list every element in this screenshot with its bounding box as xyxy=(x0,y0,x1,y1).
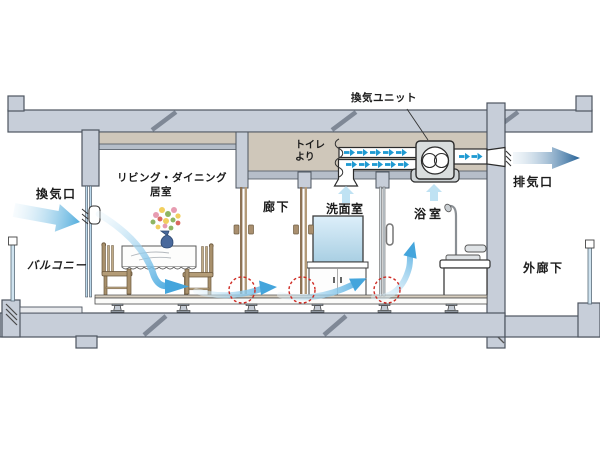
outer-corridor-slab xyxy=(504,315,600,338)
balcony-railing-cap xyxy=(8,236,18,246)
bathroom-airflow xyxy=(371,254,413,301)
flower-bouquet xyxy=(150,207,181,231)
door-handle xyxy=(293,224,299,235)
exhaust-arrow-icon xyxy=(513,147,580,169)
ventilation-unit xyxy=(410,140,460,183)
label-washroom: 洗面室 xyxy=(326,202,364,216)
flower-vase xyxy=(159,230,174,249)
partition-wall-tops xyxy=(235,131,390,189)
label-living-dining-line1: リビング・ダイニング xyxy=(117,173,227,184)
slab-beam xyxy=(75,335,98,349)
balcony-deck xyxy=(19,306,83,314)
dashed-circle-icon xyxy=(228,276,256,304)
door-handle xyxy=(308,224,314,235)
label-balcony: バルコニー xyxy=(27,260,87,272)
room-air-up-arrows xyxy=(338,184,442,203)
window-wall xyxy=(85,185,93,298)
exhaust-hatch-ticks xyxy=(505,150,512,167)
label-from-toilet-line1: トイレ xyxy=(295,140,325,151)
unit-label-leader-line xyxy=(406,108,429,141)
door-handle xyxy=(248,224,254,235)
tablecloth xyxy=(121,245,197,268)
right-wall xyxy=(486,102,506,349)
fan-icon xyxy=(420,146,450,175)
label-exhaust-outlet: 排気口 xyxy=(513,175,554,189)
label-hallway: 廊下 xyxy=(263,200,291,214)
dashed-circle-icon xyxy=(373,276,401,304)
balcony-railing-post xyxy=(10,243,15,302)
slab-section-hatch-bottom xyxy=(142,314,348,337)
corridor-edge-curb xyxy=(577,302,600,338)
living-dropped-ceiling xyxy=(94,143,237,150)
bathroom-up-arrow-icon xyxy=(426,184,442,201)
duct-break-squiggle xyxy=(334,138,344,178)
bathtub xyxy=(439,259,491,302)
floor-slab xyxy=(0,302,600,349)
airflow-swooshes xyxy=(95,210,417,301)
door-handle xyxy=(385,223,394,246)
exhaust-duct xyxy=(453,146,512,168)
door-handle xyxy=(233,224,240,235)
balcony xyxy=(1,236,83,338)
label-ventilation-unit: 換気ユニット xyxy=(351,93,417,104)
intake-hatch-ticks xyxy=(81,208,89,225)
floor-pedestals xyxy=(110,303,459,313)
intake-arrow-icon xyxy=(12,203,81,232)
label-living-dining-line2: 居室 xyxy=(150,187,172,198)
door-undercut-circles xyxy=(228,276,401,304)
washroom-up-arrow-icon xyxy=(338,186,354,203)
label-from-toilet-line2: より xyxy=(295,152,315,163)
balcony-parapet-hatch xyxy=(5,303,18,326)
living-airflow xyxy=(95,210,170,290)
label-intake-vent: 換気口 xyxy=(36,187,77,201)
shower-fixture xyxy=(444,203,487,262)
label-outer-corridor: 外廊下 xyxy=(523,261,564,275)
label-bathroom: 浴室 xyxy=(414,207,445,221)
hallway-door-left xyxy=(233,187,254,294)
hallway-door-right xyxy=(293,187,314,294)
bathroom-glass-door xyxy=(379,186,394,297)
exterior-wall-header xyxy=(81,129,100,187)
outer-corridor-railing xyxy=(585,239,595,305)
dashed-circle-icon xyxy=(288,276,316,304)
